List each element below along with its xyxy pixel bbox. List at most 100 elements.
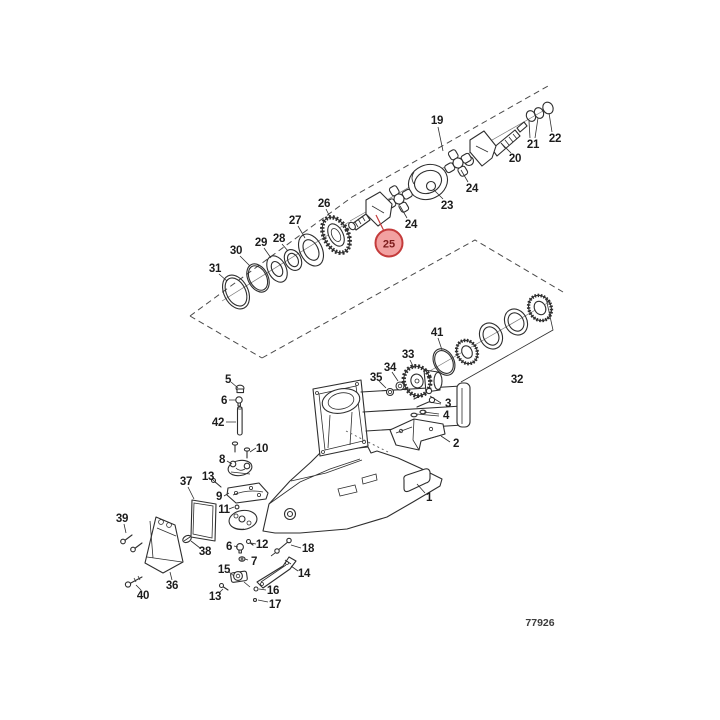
callout-18[interactable]: 18: [302, 543, 315, 555]
callout-36[interactable]: 36: [166, 580, 179, 592]
callout-24-left[interactable]: 24: [405, 219, 418, 231]
callout-10[interactable]: 10: [256, 443, 269, 455]
highlighted-callout-25[interactable]: 25: [374, 214, 404, 258]
callout-7[interactable]: 7: [251, 556, 257, 568]
part-11-pin: [234, 504, 240, 510]
highlight-label[interactable]: 25: [383, 239, 395, 251]
part-4-washers: [410, 409, 427, 418]
callout-28[interactable]: 28: [273, 233, 286, 245]
part-38-plug: [182, 534, 192, 544]
callout-2[interactable]: 2: [453, 438, 459, 450]
callout-42[interactable]: 42: [212, 417, 225, 429]
part-7-washer: [238, 556, 246, 562]
callout-27[interactable]: 27: [289, 215, 302, 227]
part-12-screw: [245, 538, 254, 546]
callout-16[interactable]: 16: [267, 585, 280, 597]
callout-29[interactable]: 29: [255, 237, 268, 249]
part-9-shift-plate: [226, 482, 269, 504]
callout-8[interactable]: 8: [219, 454, 226, 466]
part-37-gasket: [190, 499, 217, 542]
part-36-cover: [144, 516, 184, 574]
part-23-center-socket: [407, 163, 449, 201]
part-32-bearing-cone-a: [454, 338, 480, 366]
gimbal-housing-drawing: [262, 379, 471, 534]
highlight-leader-line: [375, 214, 385, 232]
callout-17[interactable]: 17: [269, 599, 282, 611]
callout-20[interactable]: 20: [509, 153, 522, 165]
part-10-screws: [231, 441, 251, 459]
part-35-nut: [385, 387, 395, 397]
highlight-circle[interactable]: [374, 228, 404, 258]
cover-group-drawing: [120, 499, 217, 588]
callout-4[interactable]: 4: [443, 410, 450, 422]
part-13-screw-lower: [218, 582, 229, 591]
callout-11[interactable]: 11: [218, 504, 231, 516]
bolt-washer-group: [410, 387, 436, 418]
callout-1[interactable]: 1: [426, 492, 433, 504]
part-28-seal: [283, 248, 303, 272]
callout-labels: 1 2 3 4 5 6 7 8 9 10 11 12 13 13 14 15 1…: [116, 115, 562, 611]
part-16-washer: [253, 586, 259, 592]
part-41-oring: [432, 348, 456, 376]
callout-13-lower[interactable]: 13: [209, 591, 222, 603]
callout-37[interactable]: 37: [180, 476, 193, 488]
callout-26[interactable]: 26: [318, 198, 331, 210]
part-24-ujoint-right: [444, 149, 472, 177]
part-32-race-a: [478, 322, 504, 350]
callout-32[interactable]: 32: [511, 374, 524, 386]
part-1-decal: [403, 468, 431, 493]
callout-6-upper[interactable]: 6: [221, 395, 227, 407]
callout-13-upper[interactable]: 13: [202, 471, 215, 483]
drawing-number: 77926: [525, 617, 554, 629]
callout-33[interactable]: 33: [402, 349, 415, 361]
shift-cover-disc: [228, 509, 258, 531]
bearing-set-axis-line: [427, 300, 552, 373]
part-32-bearing-cone-b: [526, 293, 554, 323]
part-17-screw: [252, 597, 258, 603]
part-25-end-yoke: [348, 191, 393, 231]
part-32-race-b: [503, 308, 529, 336]
part-26-gear-bearing: [320, 215, 352, 255]
callout-3[interactable]: 3: [445, 398, 451, 410]
part-31-seal-ring: [221, 274, 251, 310]
part-21-oring-b: [533, 107, 545, 119]
callout-23[interactable]: 23: [441, 200, 454, 212]
part-29-washer: [266, 255, 288, 283]
callout-41[interactable]: 41: [431, 327, 444, 339]
part-6-fitting-upper: [235, 396, 243, 407]
callout-35[interactable]: 35: [370, 372, 383, 384]
callout-9[interactable]: 9: [216, 491, 222, 503]
part-3-bolts: [413, 387, 436, 408]
callout-15[interactable]: 15: [218, 564, 231, 576]
part-5-plug: [235, 384, 245, 394]
part-14-shift-slide: [256, 556, 297, 589]
callout-21[interactable]: 21: [527, 139, 540, 151]
part-34-washer: [395, 381, 405, 391]
callout-40[interactable]: 40: [137, 590, 150, 602]
part-15-cable-guide: [230, 570, 251, 588]
callout-12[interactable]: 12: [256, 539, 269, 551]
part-22-oring: [542, 101, 554, 115]
callout-38[interactable]: 38: [199, 546, 212, 558]
callout-31[interactable]: 31: [209, 263, 222, 275]
bracket-32: [460, 297, 554, 383]
leader-lines: [123, 112, 553, 603]
callout-19[interactable]: 19: [431, 115, 444, 127]
callout-6-lower[interactable]: 6: [226, 541, 232, 553]
callout-14[interactable]: 14: [298, 568, 311, 580]
part-18-link: [270, 537, 292, 557]
part-6-fitting-lower: [236, 543, 244, 554]
callout-30[interactable]: 30: [230, 245, 243, 257]
callout-5[interactable]: 5: [225, 374, 232, 386]
assembly-dashed-outline: [189, 85, 564, 359]
part-40-bolt: [124, 575, 143, 588]
callout-34[interactable]: 34: [384, 362, 397, 374]
ring-stack-drawing: [221, 215, 352, 310]
part-42-pin: [236, 406, 243, 436]
callout-39[interactable]: 39: [116, 513, 129, 525]
callout-24-right[interactable]: 24: [466, 183, 479, 195]
callout-22[interactable]: 22: [549, 133, 562, 145]
small-parts-column: [210, 384, 297, 603]
